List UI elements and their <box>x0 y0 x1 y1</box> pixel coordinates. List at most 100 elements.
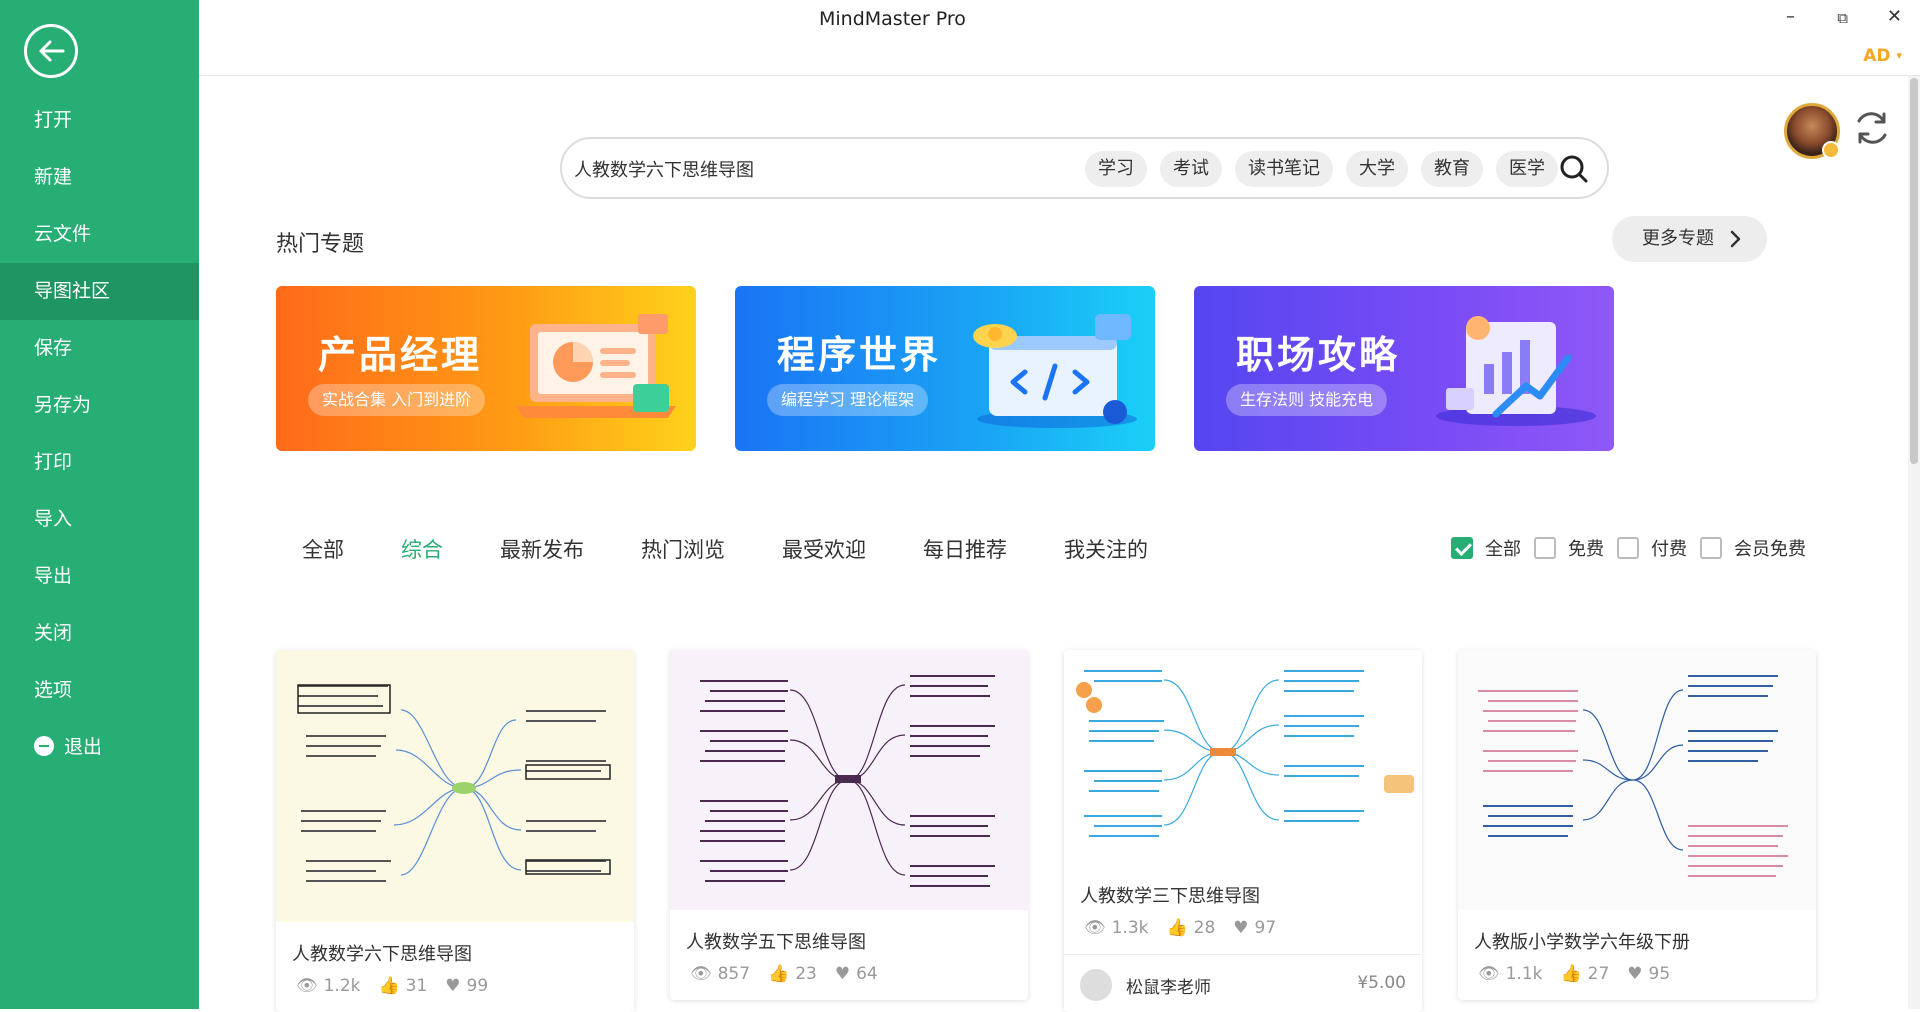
search-tags: 学习 考试 读书笔记 大学 教育 医学 <box>1085 151 1558 187</box>
card-title: 人教数学三下思维导图 <box>1080 886 1260 907</box>
thumbs-up-icon: 👍 <box>378 976 400 996</box>
mindmap-card[interactable]: 人教版小学数学六年级下册 👁1.1k 👍27 ♥95 <box>1458 650 1816 1000</box>
refresh-icon[interactable] <box>1852 108 1892 148</box>
mindmap-card[interactable]: 人教数学三下思维导图 👁1.3k 👍28 ♥97 松鼠李老师 ¥5.00 <box>1064 650 1422 1012</box>
favorite-count: 97 <box>1254 918 1277 938</box>
laptop-chart-icon <box>516 314 676 418</box>
mindmap-thumbnail[interactable] <box>1458 650 1816 910</box>
app-title: MindMaster Pro <box>819 8 966 30</box>
mindmap-thumbnail[interactable] <box>276 650 634 922</box>
sidebar-item-import[interactable]: 导入 <box>34 508 73 530</box>
tab-comprehensive[interactable]: 综合 <box>401 538 443 562</box>
heart-icon: ♥ <box>834 964 851 984</box>
favorite-count: 95 <box>1648 964 1671 984</box>
banner-subtitle: 编程学习 理论框架 <box>767 384 929 416</box>
banner-workplace[interactable]: 职场攻略 生存法则 技能充电 <box>1194 286 1614 451</box>
scrollbar-thumb[interactable] <box>1910 78 1918 464</box>
banner-programming[interactable]: 程序世界 编程学习 理论框架 <box>735 286 1155 451</box>
mindmap-thumbnail[interactable] <box>1064 650 1422 864</box>
avatar[interactable] <box>1784 103 1840 159</box>
more-topics-button[interactable]: 更多专题 <box>1612 216 1767 262</box>
heart-icon: ♥ <box>1233 918 1249 938</box>
view-count: 857 <box>717 964 751 984</box>
tab-daily[interactable]: 每日推荐 <box>923 538 1007 562</box>
author-avatar[interactable] <box>1080 969 1112 1001</box>
checkbox[interactable] <box>1617 537 1639 559</box>
checkbox[interactable] <box>1700 537 1722 559</box>
search-icon[interactable] <box>1559 154 1589 184</box>
caret-down-icon: ▾ <box>1896 49 1902 62</box>
sidebar-item-close[interactable]: 关闭 <box>34 622 73 644</box>
filter-tabs: 全部 综合 最新发布 热门浏览 最受欢迎 每日推荐 我关注的 <box>302 534 1205 564</box>
close-button[interactable]: ✕ <box>1886 6 1902 27</box>
thumbs-up-icon: 👍 <box>768 964 790 984</box>
favorite-count: 99 <box>466 976 489 996</box>
filter-free-checkbox[interactable]: 免费 <box>1534 535 1604 561</box>
search-tag[interactable]: 考试 <box>1160 151 1222 187</box>
eye-icon: 👁 <box>1084 918 1106 938</box>
card-title: 人教数学六下思维导图 <box>292 944 472 965</box>
tab-popular[interactable]: 最受欢迎 <box>782 538 866 562</box>
banner-title: 产品经理 <box>318 333 483 377</box>
account-dropdown[interactable]: AD ▾ <box>1863 46 1902 66</box>
sidebar-item-community[interactable]: 导图社区 <box>0 263 199 320</box>
search-tag[interactable]: 学习 <box>1085 151 1147 187</box>
restore-button[interactable]: ⧉ <box>1837 9 1848 27</box>
title-bar: MindMaster Pro – ⧉ ✕ AD ▾ <box>199 0 1920 76</box>
tab-latest[interactable]: 最新发布 <box>500 538 584 562</box>
filter-member-free-checkbox[interactable]: 会员免费 <box>1700 535 1806 561</box>
card-author[interactable]: 松鼠李老师 ¥5.00 <box>1064 954 1422 1012</box>
banner-product-manager[interactable]: 产品经理 实战合集 入门到进阶 <box>276 286 696 451</box>
sidebar-item-options[interactable]: 选项 <box>34 679 73 701</box>
sidebar-item-cloud-files[interactable]: 云文件 <box>34 223 92 245</box>
filter-all-checkbox[interactable]: 全部 <box>1451 535 1521 561</box>
checkbox-label: 免费 <box>1568 539 1604 560</box>
sidebar-item-print[interactable]: 打印 <box>34 451 73 473</box>
verified-icon <box>1822 141 1840 159</box>
minimize-button[interactable]: – <box>1786 6 1795 27</box>
card-stats: 👁1.2k 👍31 ♥99 <box>276 966 634 996</box>
like-count: 28 <box>1193 918 1216 938</box>
checkbox-checked[interactable] <box>1451 537 1473 559</box>
search-tag[interactable]: 大学 <box>1346 151 1408 187</box>
search-tag[interactable]: 教育 <box>1421 151 1483 187</box>
mindmap-card[interactable]: 人教数学六下思维导图 👁1.2k 👍31 ♥99 <box>276 650 634 1012</box>
tab-following[interactable]: 我关注的 <box>1064 538 1148 562</box>
sidebar-item-exit-label: 退出 <box>64 736 103 758</box>
sidebar-item-save-as[interactable]: 另存为 <box>34 394 92 416</box>
sidebar-menu: 打开 新建 云文件 导图社区 保存 另存为 打印 导入 导出 关闭 选项 退出 <box>0 92 199 776</box>
chevron-right-icon <box>1730 230 1741 248</box>
search-tag[interactable]: 医学 <box>1496 151 1558 187</box>
scrollbar[interactable] <box>1908 76 1920 1009</box>
favorite-count: 64 <box>856 964 878 984</box>
filter-paid-checkbox[interactable]: 付费 <box>1617 535 1687 561</box>
sidebar-item-new[interactable]: 新建 <box>34 166 73 188</box>
mindmap-thumbnail[interactable] <box>670 650 1028 910</box>
like-count: 23 <box>795 964 817 984</box>
more-topics-label: 更多专题 <box>1642 228 1714 249</box>
card-title: 人教版小学数学六年级下册 <box>1474 932 1690 953</box>
price-label: ¥5.00 <box>1357 973 1406 993</box>
account-badge: AD <box>1863 46 1891 66</box>
author-name[interactable]: 松鼠李老师 <box>1126 978 1211 998</box>
thumbs-up-icon: 👍 <box>1166 918 1188 938</box>
banner-subtitle: 生存法则 技能充电 <box>1226 384 1388 416</box>
search-input[interactable] <box>574 153 1054 185</box>
checkbox-label: 会员免费 <box>1734 539 1806 560</box>
sidebar-item-open[interactable]: 打开 <box>34 109 73 131</box>
back-arrow-icon[interactable] <box>24 24 78 78</box>
tab-hot[interactable]: 热门浏览 <box>641 538 725 562</box>
card-stats: 👁1.3k 👍28 ♥97 <box>1064 908 1422 938</box>
like-count: 27 <box>1587 964 1610 984</box>
sidebar-item-exit[interactable]: 退出 <box>0 719 199 776</box>
tab-all[interactable]: 全部 <box>302 538 344 562</box>
eye-icon: 👁 <box>296 976 318 996</box>
mindmap-card[interactable]: 人教数学五下思维导图 👁857 👍23 ♥64 <box>670 650 1028 1000</box>
banner-title: 程序世界 <box>777 333 942 377</box>
search-tag[interactable]: 读书笔记 <box>1235 151 1333 187</box>
view-count: 1.1k <box>1505 964 1543 984</box>
sidebar-item-export[interactable]: 导出 <box>34 565 73 587</box>
checkbox[interactable] <box>1534 537 1556 559</box>
like-count: 31 <box>405 976 428 996</box>
sidebar-item-save[interactable]: 保存 <box>34 337 73 359</box>
